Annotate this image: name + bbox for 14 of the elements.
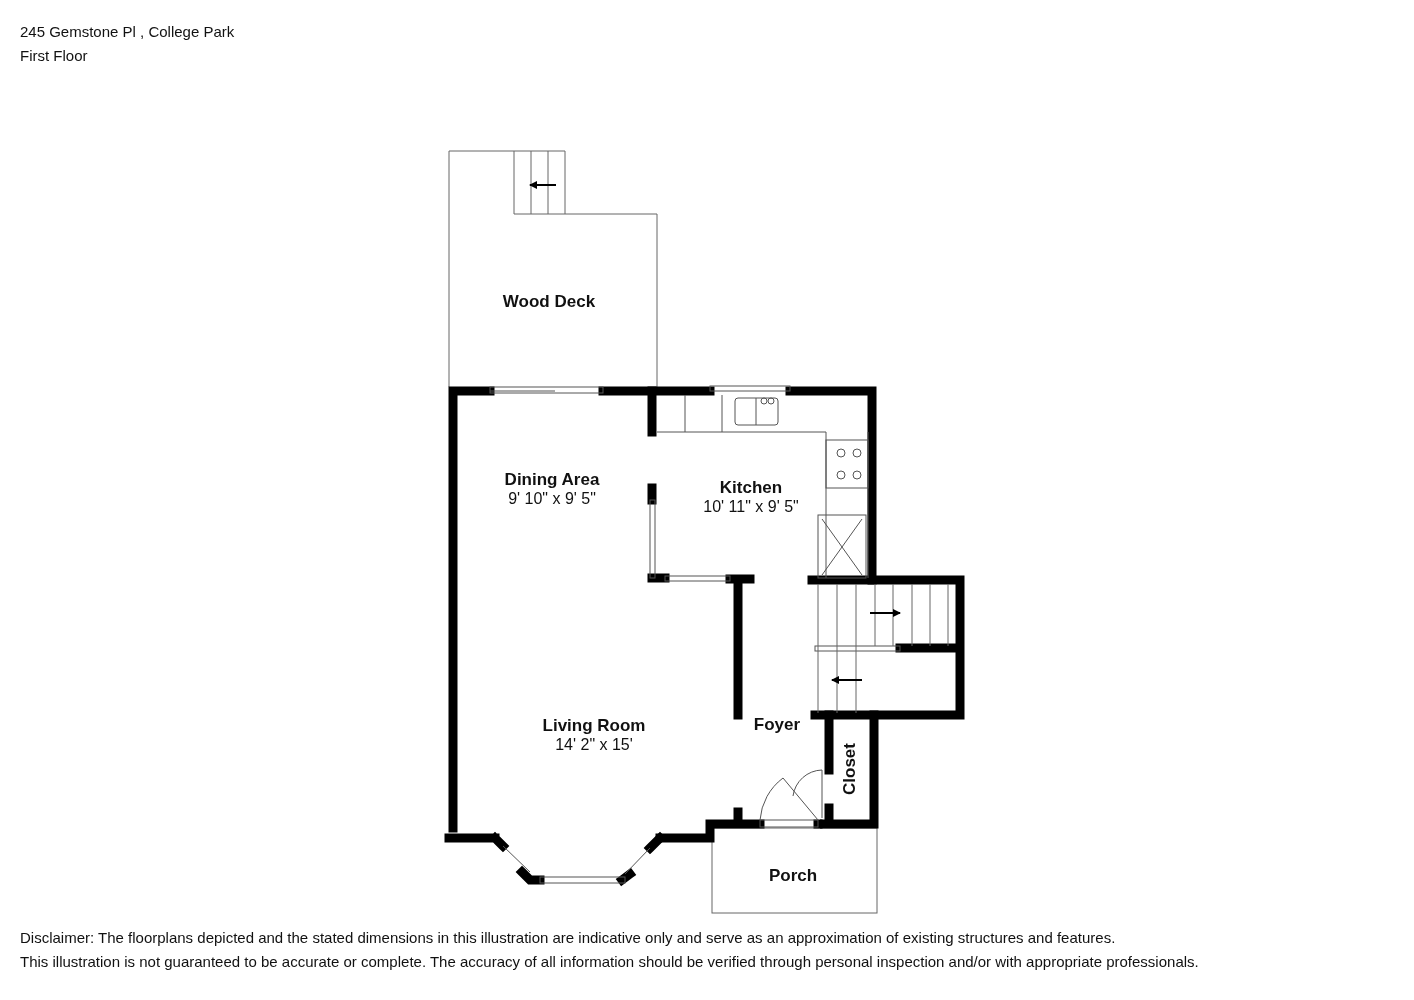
address-title: 245 Gemstone Pl , College Park bbox=[20, 23, 235, 40]
room-name: Closet bbox=[840, 743, 860, 795]
room-name: Foyer bbox=[753, 715, 801, 735]
disclaimer-text: This illustration is not guaranteed to be accurate or complete. The accuracy of all information should be verified through personal inspection and/or with appropriate professionals. bbox=[20, 953, 1199, 970]
room-dimensions: 14' 2" x 15' bbox=[555, 736, 633, 754]
room-name: Porch bbox=[768, 866, 818, 886]
disclaimer-text: Disclaimer: The floorplans depicted and the stated dimensions in this illustration are indicative only and serve as an approximation of existing structures and features. bbox=[20, 929, 1116, 946]
room-name: Dining Area bbox=[504, 470, 600, 490]
room-name: Living Room bbox=[542, 716, 646, 736]
room-name: Kitchen bbox=[719, 478, 783, 498]
room-dimensions: 9' 10" x 9' 5" bbox=[508, 490, 596, 508]
room-dimensions: 10' 11" x 9' 5" bbox=[703, 498, 799, 516]
floor-label: First Floor bbox=[20, 47, 88, 64]
room-name: Wood Deck bbox=[502, 292, 596, 312]
